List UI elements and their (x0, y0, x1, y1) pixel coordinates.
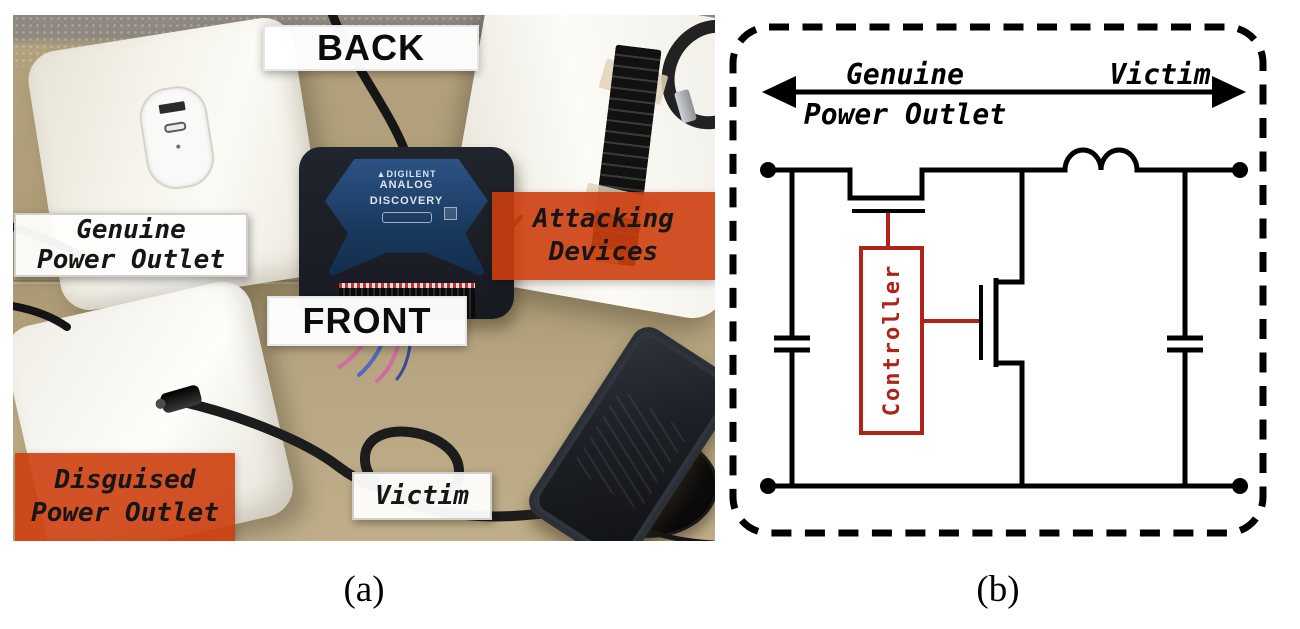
background-cable-front (13, 301, 71, 331)
controller-label: Controller (880, 264, 905, 416)
attacking-devices-label: Attacking Devices (492, 192, 715, 280)
disguised-label-line1: Disguised (54, 465, 196, 495)
back-section-label: BACK (263, 25, 479, 71)
front-label-text: FRONT (302, 300, 432, 341)
phone-scratches (571, 389, 690, 511)
controller-block: Controller (859, 213, 979, 435)
digilent-logo-icon: ▲ (376, 169, 387, 179)
controller-box (859, 246, 924, 435)
digilent-brand: ▲DIGILENT (376, 169, 437, 179)
terminal-dot-top-right (1232, 162, 1248, 178)
arrow-label-genuine: Genuine (846, 58, 964, 91)
victim-label: Victim (352, 472, 492, 520)
edition-badge (381, 212, 432, 223)
arrow-label-power-outlet: Power Outlet (804, 98, 1006, 131)
pin-number-strip (339, 283, 475, 288)
panel-a-photo: ▲DIGILENT ANALOG DISCOVERY BACK FRONT (13, 15, 715, 541)
terminal-dot-bottom-right (1232, 478, 1248, 494)
genuine-victim-arrow (762, 76, 1246, 108)
terminal-dot-bottom-left (760, 478, 776, 494)
genuine-label-line1: Genuine (76, 215, 186, 245)
back-label-text: BACK (317, 27, 425, 68)
braided-charging-cable (174, 396, 618, 522)
panel-b-circuit: Genuine Power Outlet Victim Controller (729, 23, 1267, 537)
victim-label-text: Victim (375, 481, 469, 511)
attacking-label-line2: Devices (548, 237, 659, 267)
terminal-dot-top-left (760, 162, 776, 178)
genuine-power-outlet-label: Genuine Power Outlet (14, 213, 248, 277)
arrow-head-left-icon (762, 76, 796, 108)
digilent-analog-discovery-device: ▲DIGILENT ANALOG DISCOVERY (299, 141, 514, 329)
digilent-product-line2: DISCOVERY (370, 195, 458, 220)
arrow-label-victim: Victim (1109, 58, 1210, 91)
disguised-power-outlet-label: Disguised Power Outlet (15, 453, 235, 541)
discovery-2-badge-icon (444, 207, 458, 220)
output-capacitor-symbol (1167, 335, 1203, 353)
digilent-product-line1: ANALOG (379, 179, 434, 191)
front-section-label: FRONT (267, 296, 467, 346)
disguised-label-line2: Power Outlet (31, 498, 219, 528)
low-side-mosfet-symbol (979, 278, 999, 367)
attacking-label-line1: Attacking (533, 204, 674, 234)
circuit-wires-and-inductor (768, 147, 1240, 489)
digilent-label: ▲DIGILENT ANALOG DISCOVERY (299, 169, 514, 223)
genuine-label-line2: Power Outlet (37, 245, 225, 275)
caption-a: (a) (343, 569, 385, 610)
digilent-body: ▲DIGILENT ANALOG DISCOVERY (299, 147, 514, 319)
caption-b: (b) (976, 569, 1020, 610)
input-capacitor-symbol (774, 335, 810, 353)
arrow-head-right-icon (1212, 76, 1246, 108)
